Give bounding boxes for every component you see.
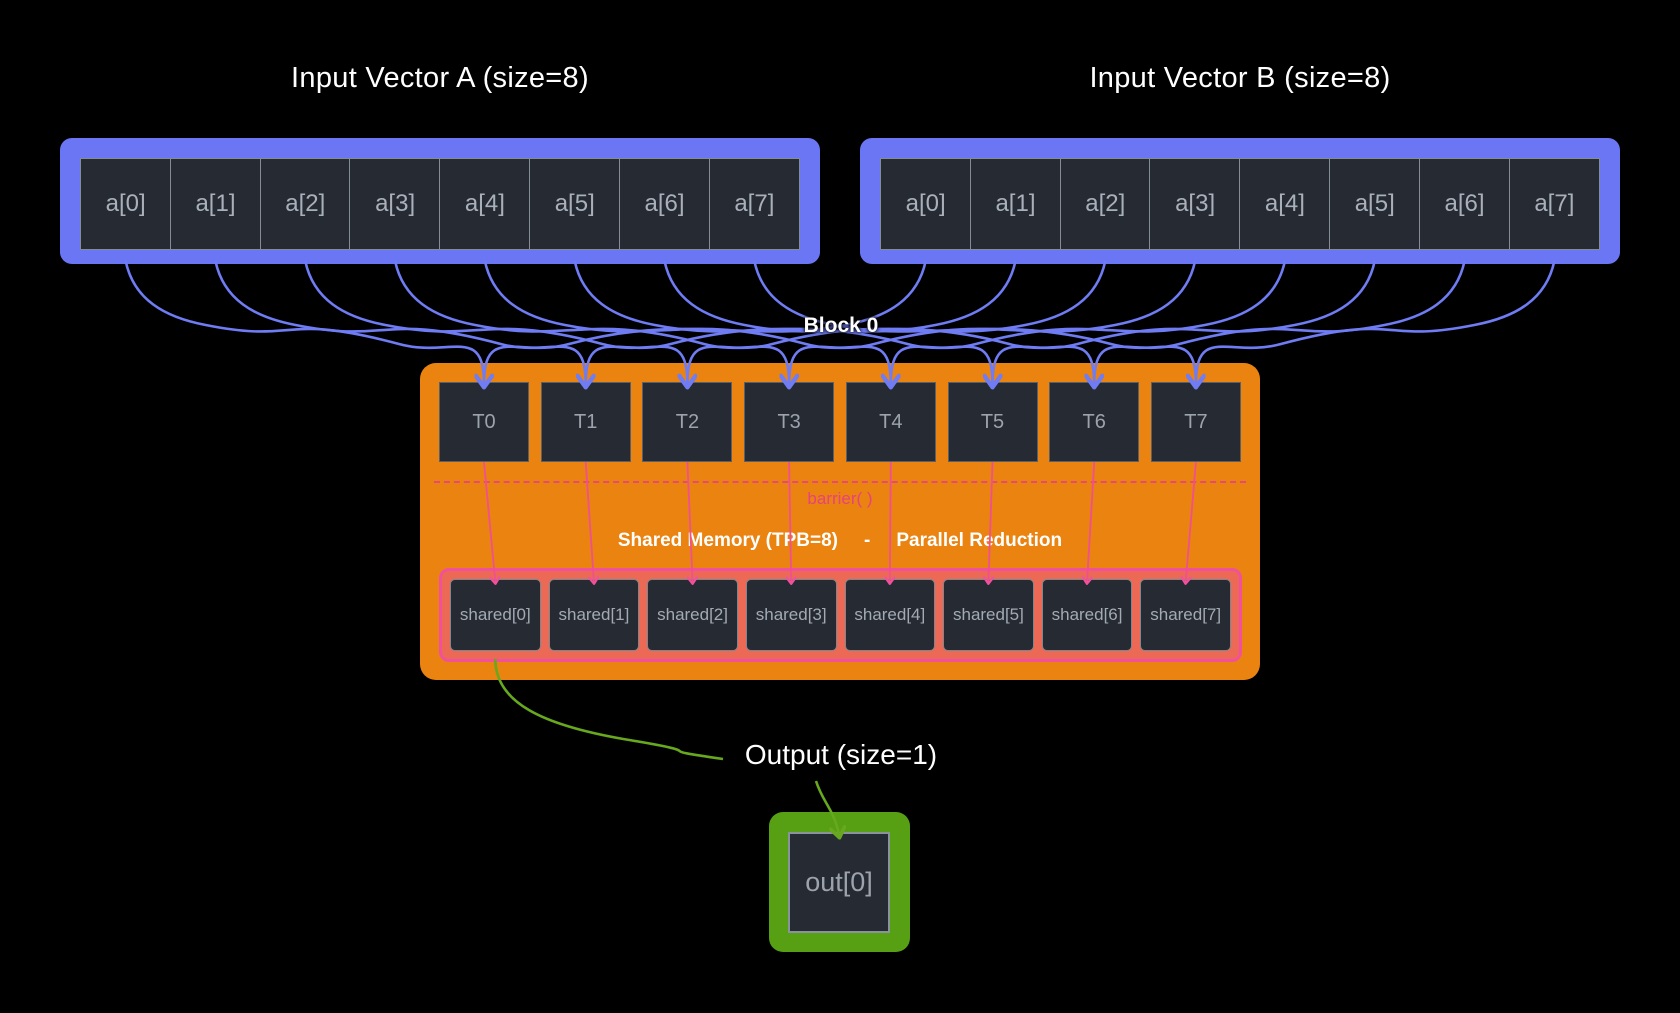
vector-a-cell: a[4] xyxy=(439,158,531,250)
shared-memory-label-sep: - xyxy=(864,530,871,551)
shared-cell: shared[2] xyxy=(647,579,738,651)
shared-cell: shared[1] xyxy=(548,579,640,651)
shared-memory-row: shared[0]shared[1]shared[2]shared[3]shar… xyxy=(439,568,1242,662)
thread-cell: T5 xyxy=(947,382,1038,462)
vector-a-cell: a[2] xyxy=(259,158,351,250)
vector-a-cell: a[5] xyxy=(529,158,621,250)
vector-b-cell: a[0] xyxy=(880,158,972,250)
thread-cell: T3 xyxy=(744,382,835,462)
vector-b-cell: a[5] xyxy=(1329,158,1421,250)
vector-b-cell: a[2] xyxy=(1059,158,1151,250)
barrier-label: barrier( ) xyxy=(807,489,873,508)
output-container: out[0] xyxy=(769,812,910,952)
vector-b-cells: a[0]a[1]a[2]a[3]a[4]a[5]a[6]a[7] xyxy=(880,158,1600,250)
block-0-label: Block 0 xyxy=(803,314,879,337)
shared-cell: shared[5] xyxy=(943,579,1034,651)
thread-cell: T2 xyxy=(642,382,733,462)
vector-a-cell: a[3] xyxy=(349,158,441,250)
vector-a-cells: a[0]a[1]a[2]a[3]a[4]a[5]a[6]a[7] xyxy=(80,158,800,250)
vector-b-cell: a[4] xyxy=(1239,158,1331,250)
thread-cell: T7 xyxy=(1150,382,1241,462)
shared-cell: shared[6] xyxy=(1041,579,1133,651)
shared-memory-label-left: Shared Memory (TPB=8) xyxy=(617,530,839,551)
vector-a-title: Input Vector A (size=8) xyxy=(291,62,589,94)
vector-a-cell: a[7] xyxy=(708,158,800,250)
vector-a-cell: a[1] xyxy=(169,158,262,250)
barrier-dashed-line xyxy=(434,481,1246,483)
shared-memory-label-right: Parallel Reduction xyxy=(896,530,1063,551)
vector-a-cell: a[6] xyxy=(618,158,711,250)
shared-memory-label: Shared Memory (TPB=8) - Parallel Reducti… xyxy=(420,530,1260,552)
thread-cell: T0 xyxy=(439,382,529,462)
vector-b-title: Input Vector B (size=8) xyxy=(1089,62,1391,94)
vector-a-cell: a[0] xyxy=(80,158,172,250)
vector-a-container: a[0]a[1]a[2]a[3]a[4]a[5]a[6]a[7] xyxy=(60,138,820,264)
shared-cell: shared[0] xyxy=(450,579,541,651)
thread-cell: T4 xyxy=(845,382,936,462)
thread-cell: T6 xyxy=(1049,382,1140,462)
shared-cell: shared[7] xyxy=(1140,579,1231,651)
output-label: Output (size=1) xyxy=(744,739,938,770)
output-cell: out[0] xyxy=(788,832,890,933)
shared-cell: shared[4] xyxy=(844,579,936,651)
vector-b-cell: a[6] xyxy=(1418,158,1511,250)
thread-cell: T1 xyxy=(540,382,631,462)
shared-cell: shared[3] xyxy=(745,579,837,651)
vector-b-container: a[0]a[1]a[2]a[3]a[4]a[5]a[6]a[7] xyxy=(860,138,1620,264)
vector-b-cell: a[3] xyxy=(1149,158,1241,250)
vector-b-cell: a[1] xyxy=(969,158,1062,250)
vector-b-cell: a[7] xyxy=(1508,158,1600,250)
